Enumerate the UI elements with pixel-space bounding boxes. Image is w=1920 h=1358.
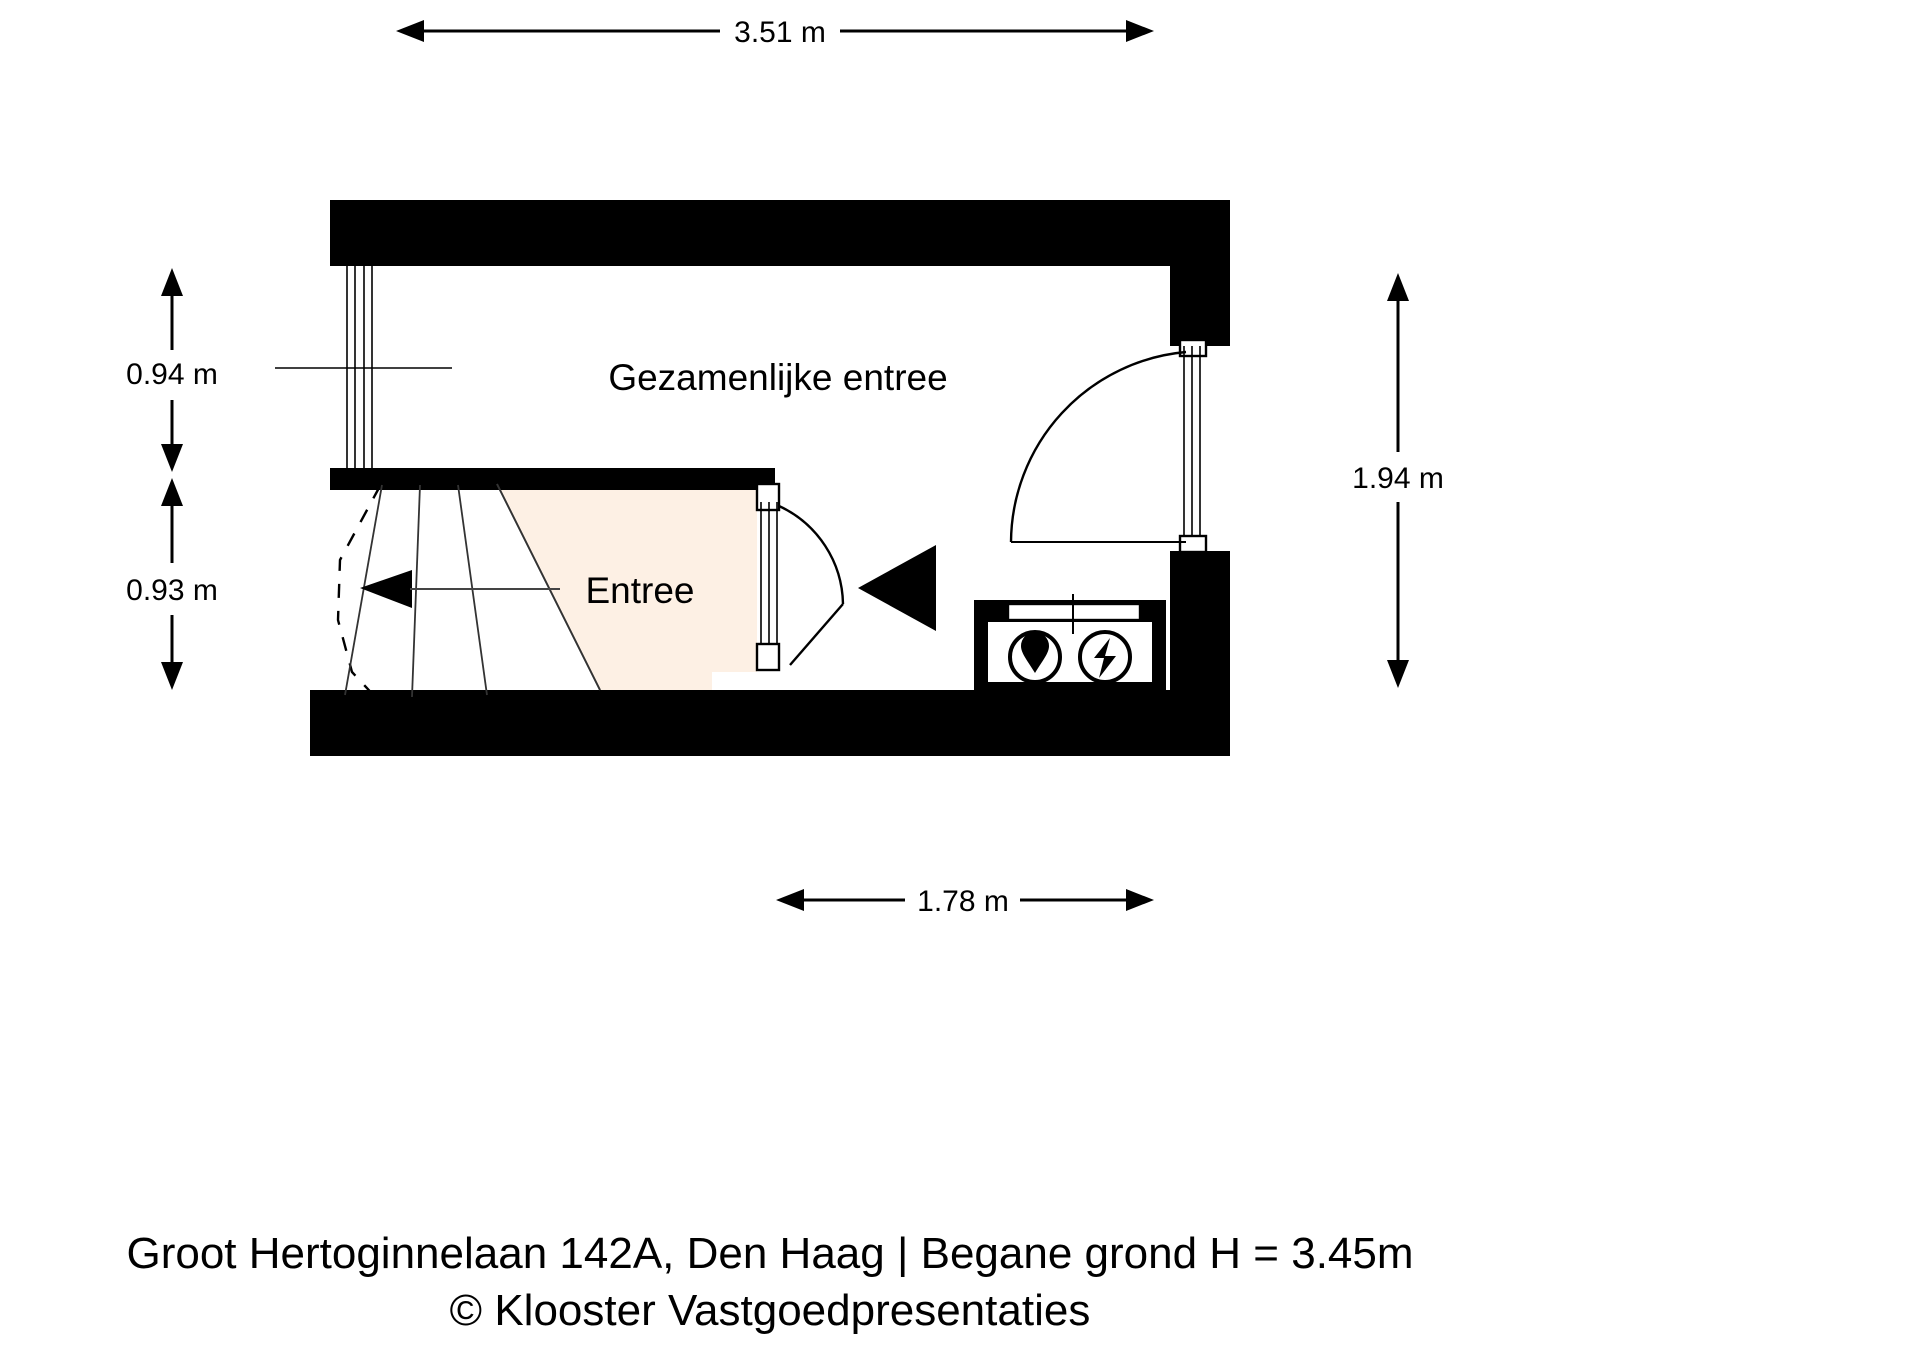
entrance-direction-arrow-icon: [858, 545, 936, 631]
dimension-label-bottom-width: 1.78 m: [917, 885, 1009, 918]
arrow-head-up-icon: [161, 478, 183, 506]
dimension-label-left-lower: 0.93 m: [126, 574, 218, 607]
arrow-head-left-icon: [396, 20, 424, 42]
wall-right-lower-step: [1170, 551, 1230, 706]
wall-top-exterior: [330, 200, 1230, 266]
wall-right-upper-step: [1170, 266, 1230, 346]
window-right: [1178, 338, 1208, 554]
arrow-head-up-icon: [1387, 273, 1409, 301]
plan-title-line-1: Groot Hertoginnelaan 142A, Den Haag | Be…: [126, 1229, 1413, 1278]
wall-interior-partition: [330, 468, 775, 490]
dimension-label-right-height: 1.94 m: [1352, 462, 1444, 495]
dimension-right-height: 1.94 m: [1352, 273, 1444, 688]
wall-bottom-exterior: [310, 690, 1230, 756]
lightning-bolt-icon: [1078, 630, 1132, 684]
dimension-label-left-upper: 0.94 m: [126, 358, 218, 391]
arrow-head-down-icon: [161, 444, 183, 472]
arrow-head-right-icon: [1126, 889, 1154, 911]
floor-plan-geometry: [275, 200, 1230, 756]
arrow-head-down-icon: [161, 662, 183, 690]
arrow-head-left-icon: [776, 889, 804, 911]
dimension-label-top-width: 3.51 m: [734, 16, 826, 49]
water-drop-icon: [1008, 630, 1062, 684]
dimension-top-width: 3.51 m: [396, 16, 1154, 49]
staircase: [336, 483, 601, 701]
room-label-gezamenlijke-entree: Gezamenlijke entree: [608, 357, 947, 398]
dimension-left-lower: 0.93 m: [126, 478, 218, 690]
dimension-bottom-width: 1.78 m: [776, 885, 1154, 918]
room-label-entree: Entree: [585, 570, 694, 611]
dimension-left-upper: 0.94 m: [126, 268, 218, 472]
door-frame-entree: [755, 482, 781, 672]
room-fill-entree: [497, 484, 757, 690]
meter-cupboard: [974, 594, 1166, 692]
arrow-head-down-icon: [1387, 660, 1409, 688]
arrow-head-up-icon: [161, 268, 183, 296]
plan-title-line-2: © Klooster Vastgoedpresentaties: [450, 1286, 1091, 1335]
door-swing-main-entrance: [1009, 350, 1187, 543]
stair-boundary-dashed: [336, 485, 382, 701]
arrow-head-right-icon: [1126, 20, 1154, 42]
stair-direction-arrow-icon: [360, 570, 412, 608]
door-swing-entree: [778, 504, 845, 666]
